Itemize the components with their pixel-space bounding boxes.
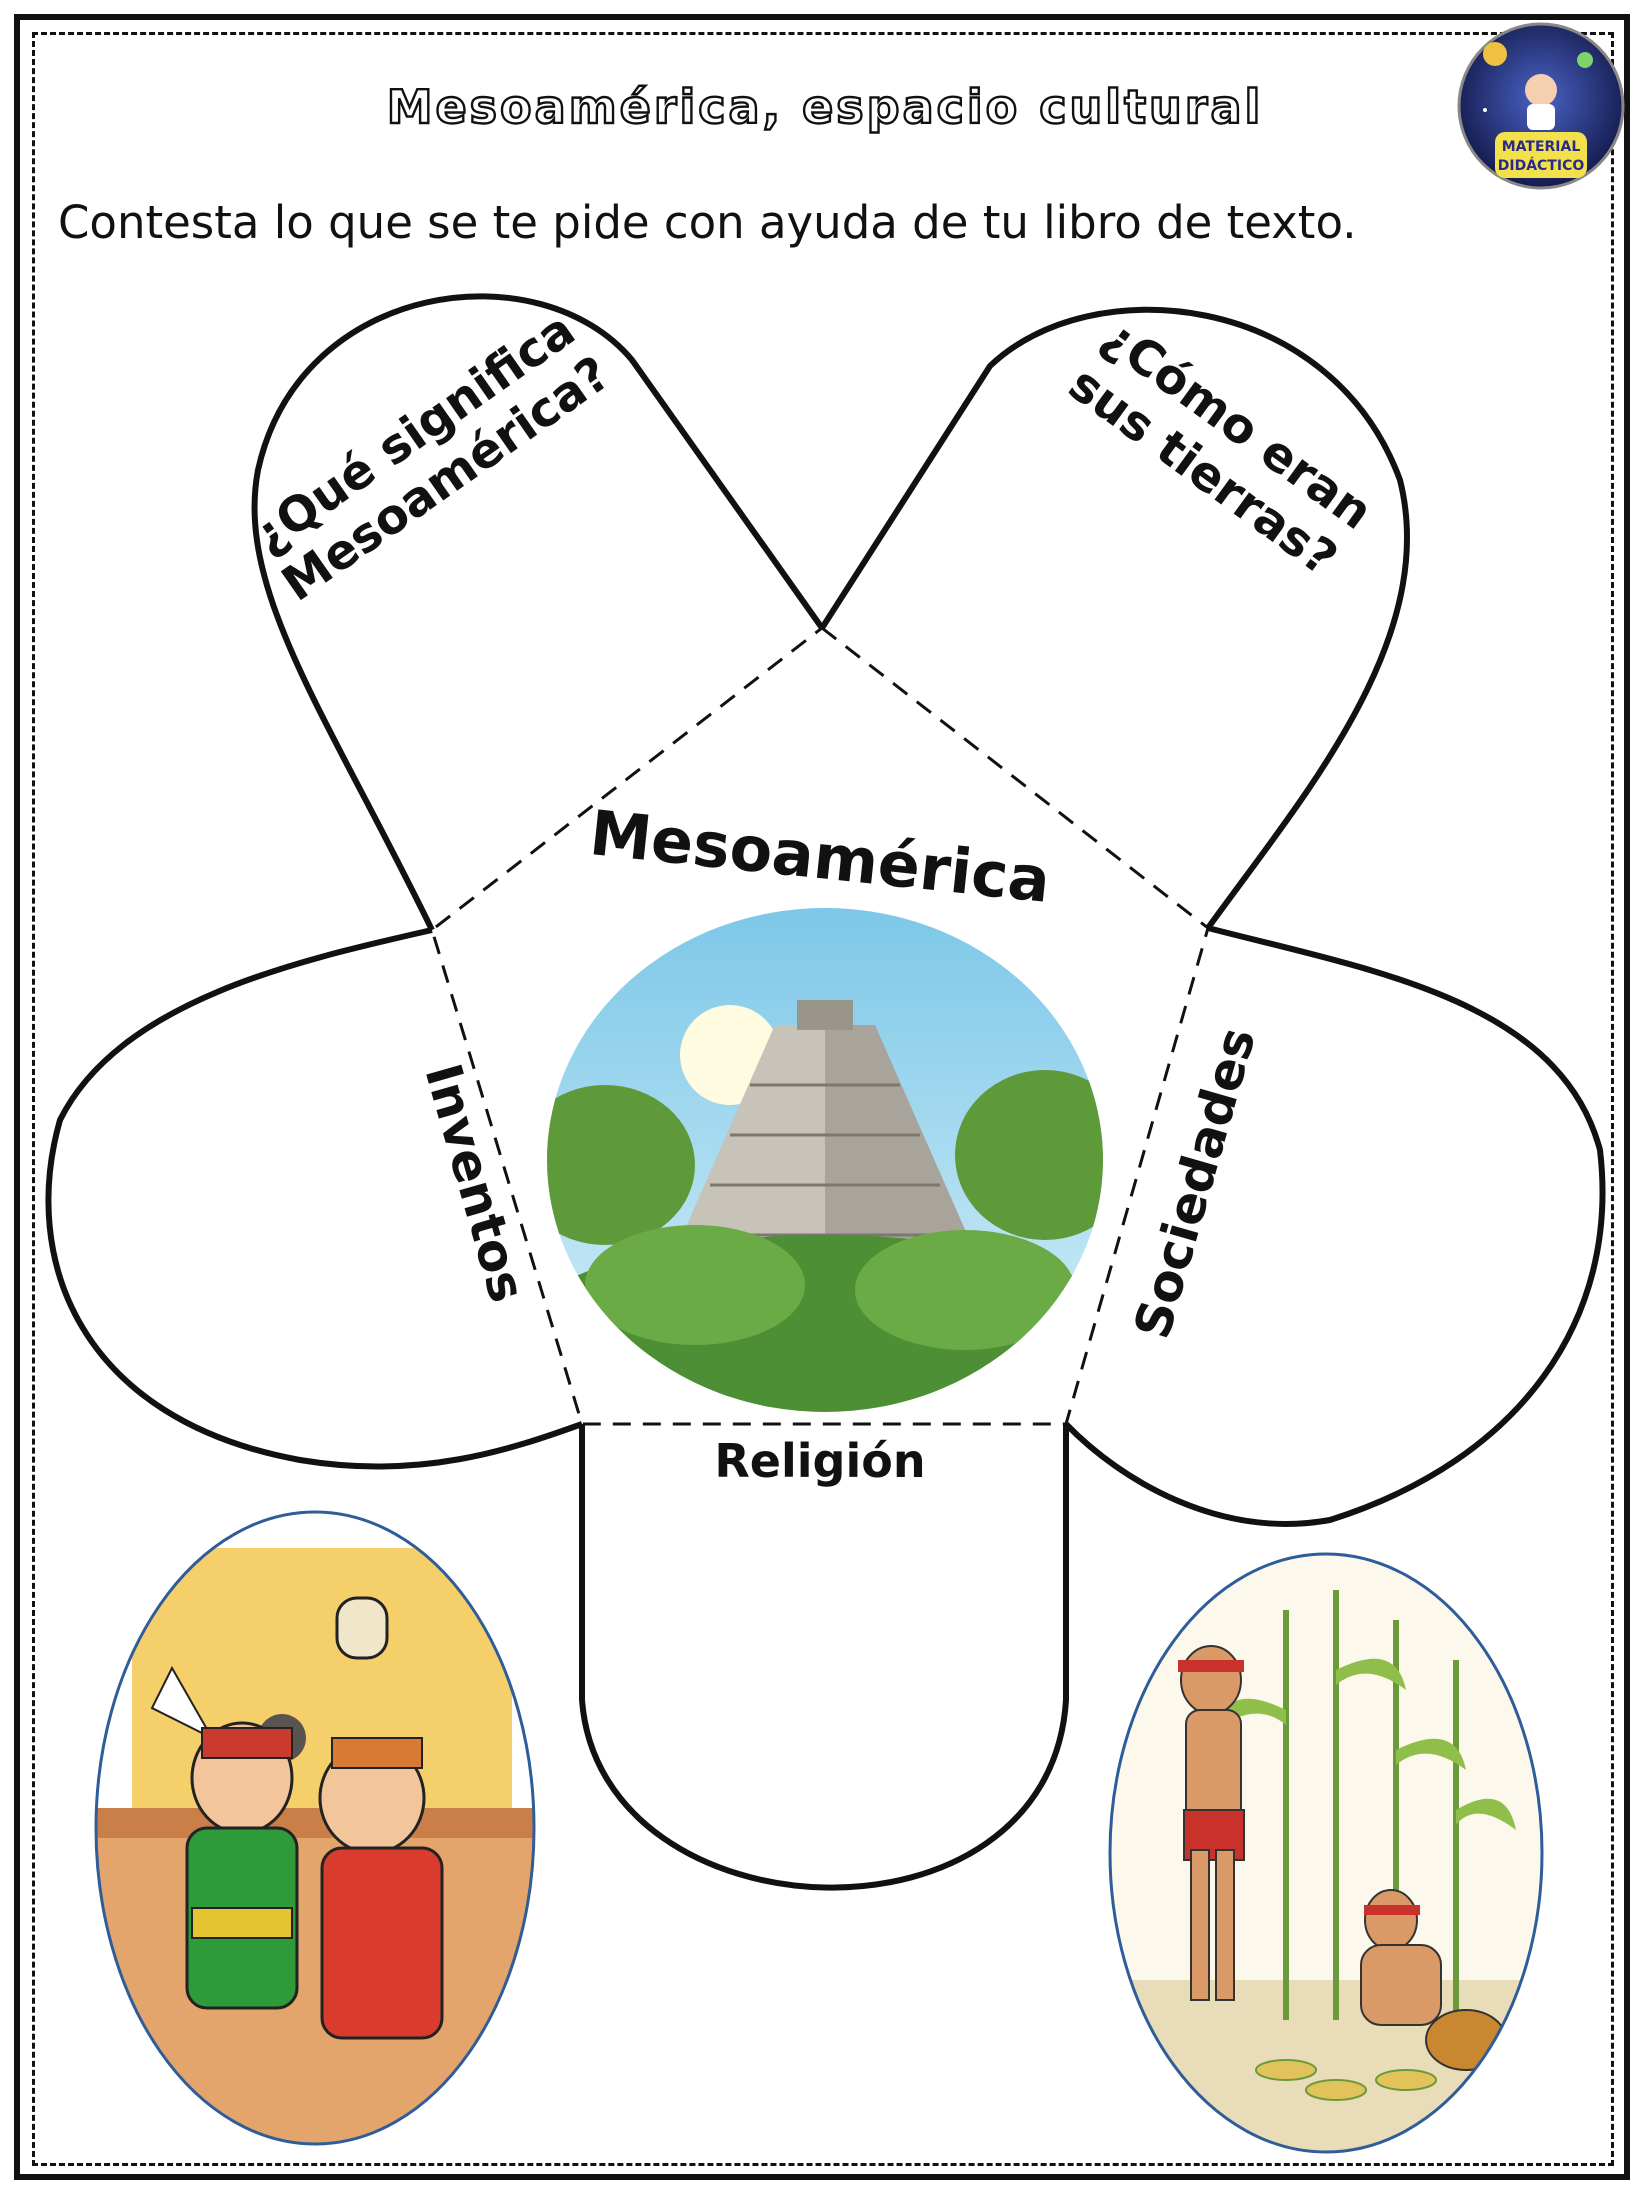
- page-dashed-border: [32, 32, 1614, 2166]
- pyramid-illustration: [547, 908, 1103, 1412]
- petal-left-outline: [45, 927, 584, 1470]
- petal-top-left-outline: [251, 293, 825, 932]
- page-border: [14, 14, 1630, 2180]
- material-didactico-logo: MATERIAL DIDÁCTICO: [1457, 22, 1625, 190]
- petal-right-outline: [1063, 925, 1606, 1527]
- ballgame-players-illustration: [94, 1510, 536, 2146]
- petal-label-religion: Religión: [714, 1434, 926, 1488]
- petal-bottom-outline: [579, 1424, 1069, 1891]
- page-title: Mesoamérica, espacio cultural: [386, 79, 1264, 135]
- logo-text-line2: DIDÁCTICO: [1498, 157, 1585, 174]
- petal-top-right-outline: [819, 306, 1411, 930]
- logo-text-line1: MATERIAL: [1502, 139, 1581, 155]
- instruction-text: Contesta lo que se te pide con ayuda de …: [58, 196, 1357, 249]
- center-pentagon: [430, 626, 1210, 1426]
- maize-farmers-illustration: [1108, 1552, 1544, 2154]
